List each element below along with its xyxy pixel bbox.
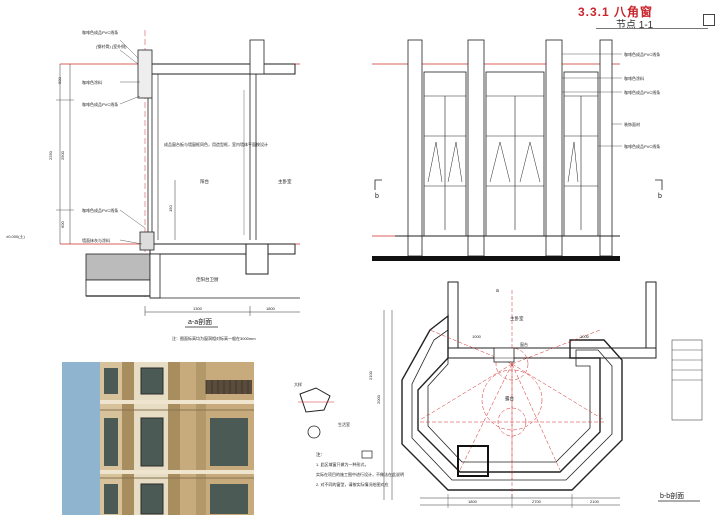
aa-note-2: (钢衬骨) (室外侧) <box>96 43 127 49</box>
aa-window-note: 成品窗台板与墙窗框同色，用造型框，室内墙体平面按设计 <box>164 141 268 147</box>
page-title: 3.3.1 八角窗 <box>578 5 654 19</box>
aa-floor-note: 墙面抹灰与涂料 <box>82 237 110 243</box>
section-aa <box>56 30 300 316</box>
aa-bottom-label: 佳阳台卫厨 <box>196 276 219 283</box>
plan-center-room: 露台 <box>505 395 514 402</box>
plan-dim-7: 2100 <box>590 499 600 504</box>
aa-dim-1: 900 <box>57 77 62 84</box>
plan-dim-6: 2700 <box>532 499 542 504</box>
aa-dim-2: 2250 <box>48 150 53 160</box>
elev-note-1: 咖啡色成品PVC线条 <box>624 51 660 57</box>
plan-note-1: 1. 此区域窗只做为一种形式， <box>316 461 368 467</box>
plan-dim-3: 2000 <box>376 394 381 404</box>
aa-level: ±0.000(土) <box>6 233 26 239</box>
elev-note-5: 咖啡色成品PVC线条 <box>624 143 660 149</box>
plan-note-2: 实际在项目的施工图中进行设计，不做法在此说明 <box>316 471 404 477</box>
title-underline <box>596 28 708 29</box>
aa-note-1: 咖啡色成品PVC线条 <box>82 29 118 35</box>
aa-master-label: 主卧室 <box>278 178 292 185</box>
elevation-drawing <box>372 39 663 261</box>
plan-left-room: 生活室 <box>338 421 350 427</box>
plan-dim-2: 1000 <box>580 334 590 339</box>
plan-dim-1: 1000 <box>472 334 482 339</box>
aa-dim-6: 1300 <box>193 306 203 311</box>
elev-note-2: 咖啡色涂料 <box>624 75 644 81</box>
aa-note-4: 咖啡色成品PVC线条 <box>82 101 118 107</box>
page-subtitle: 节点 1-1 <box>616 20 654 31</box>
elev-marker-right: b <box>658 193 662 200</box>
aa-dim-4: 600 <box>60 221 65 228</box>
aa-lower-note: 咖啡色成品PVC线条 <box>82 207 118 213</box>
plan-note-3: 2. 对不同的窗型，请按实际情况绘图对应 <box>316 481 388 487</box>
aa-footnote: 注：图面标高均为窗洞相对标高一般在3000mm <box>172 335 256 341</box>
aa-caption: a-a剖面 <box>188 317 212 326</box>
plan-caption: b-b剖面 <box>660 491 684 500</box>
plan-notes-title: 注： <box>316 451 325 458</box>
aa-dim-5: 150 <box>168 205 173 212</box>
elev-marker-left: b <box>375 193 379 200</box>
elev-note-3: 咖啡色成品PVC线条 <box>624 89 660 95</box>
title-box <box>703 14 715 26</box>
plan-bb <box>298 281 703 508</box>
aa-dim-3: 2500 <box>60 150 65 160</box>
aa-room-label: 阳台 <box>200 178 209 185</box>
plan-dim-5: 1800 <box>468 499 478 504</box>
facade-render <box>62 362 254 515</box>
aa-note-3: 咖啡色涂料 <box>82 79 102 85</box>
elev-note-4: 装饰面材 <box>624 121 640 127</box>
plan-detail-label: 大样 <box>294 381 302 387</box>
plan-label-a: a <box>496 288 499 294</box>
aa-dim-7: 1800 <box>266 306 276 311</box>
plan-master-room: 主卧室 <box>510 315 524 322</box>
plan-sill-label: 窗台 <box>520 341 528 347</box>
plan-dim-4: 2100 <box>368 370 373 380</box>
